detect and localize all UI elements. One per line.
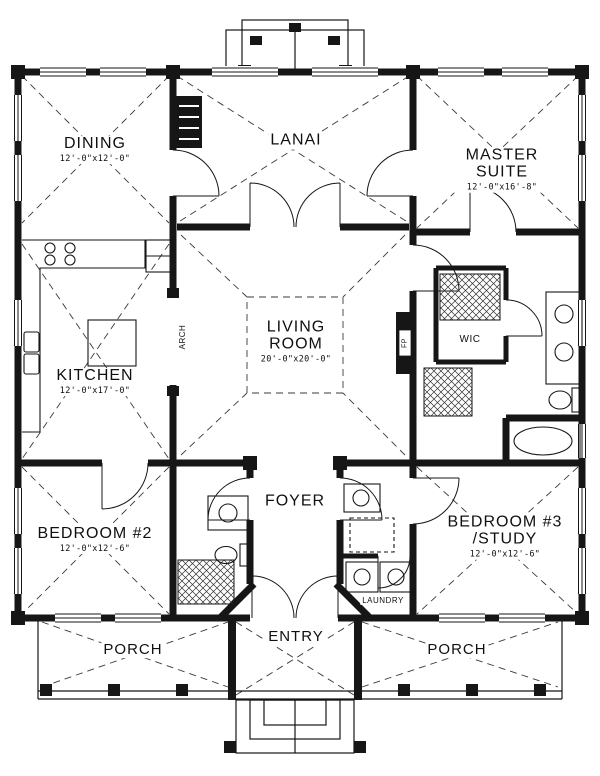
bath2-vanity [207,495,249,531]
room-dimensions: 12'-0"x17'-0" [59,385,131,396]
dryer [379,561,413,593]
vanity-sink [218,503,238,523]
kitchen-sink-bowl [23,331,40,353]
toilet-bowl [214,545,238,565]
room-dimensions: 12'-0"x16'-8" [466,182,538,193]
fixtures [22,239,583,593]
hatch-areas [177,273,501,605]
vanity-sink [554,304,574,324]
bath2-shower [177,559,235,605]
bathtub [513,426,573,456]
room-dimensions: 12'-0"x12'-6" [469,549,541,560]
room-label-entry: ENTRY [266,629,326,645]
room-dimensions: 12'-0"x12'-0" [59,153,131,164]
range-burner [64,254,76,266]
room-name-suffix: /STUDY [472,530,538,548]
room-name: FOYER [264,492,326,510]
vanity-sink [554,342,574,362]
interior-walls [18,72,582,700]
room-name: LAUNDRY [362,595,404,605]
range-burner [44,254,56,266]
chimney-posts [250,23,340,45]
master-shower [423,367,473,417]
porch-structure [37,618,563,700]
room-label-kitchen: KITCHEN 12'-0"x17'-0" [54,367,136,396]
range-burner [44,242,56,254]
room-name: ARCH [177,324,187,350]
room-name: BEDROOM #2 [37,525,153,543]
room-name: MASTER SUITE [465,146,539,181]
room-name: PORCH [103,641,163,659]
porch-columns [40,684,546,696]
label-fireplace: FP [401,338,409,348]
lanai-grill [176,96,202,148]
bath3-vanity [343,483,381,513]
room-name: WIC [459,333,481,345]
room-label-porch-right: PORCH [425,641,489,659]
toilet-tank [571,387,583,413]
room-name: LANAI [270,131,322,149]
room-label-living-room: LIVING ROOM 20'-0"x20'-0" [252,318,340,365]
wic-shelving [439,273,501,321]
room-label-lanai: LANAI [268,131,324,150]
room-name: ENTRY [268,628,324,646]
washer [345,561,379,593]
bath3-shower [349,517,395,553]
room-dimensions: 12'-0"x12'-6" [59,543,131,554]
master-vanity [545,291,583,385]
toilet-tank [239,543,250,567]
room-label-porch-left: PORCH [101,641,165,659]
entry-step-posts [224,741,366,753]
room-dimensions: 20'-0"x20'-0" [260,354,332,365]
kitchen-counter [22,239,146,433]
room-label-bedroom-2: BEDROOM #2 12'-0"x12'-6" [35,525,155,554]
room-label-foyer: FOYER [262,492,328,511]
tub-surround [505,419,581,463]
entry-steps [235,699,355,754]
room-label-wic: WIC [457,333,483,346]
kitchen-island [87,319,137,367]
kitchen-sink-bowl [23,353,40,375]
room-name: KITCHEN [56,367,134,385]
toilet-bowl [548,390,572,410]
label-arch: ARCH [177,322,188,352]
room-label-bedroom-3: BEDROOM #3 /STUDY 12'-0"x12'-6" [445,513,565,560]
range-burner [64,242,76,254]
room-label-dining: DINING 12'-0"x12'-0" [57,135,133,164]
room-name: DINING [64,135,126,153]
room-name: FP [401,338,409,348]
vanity-sink [352,489,370,507]
room-label-master-suite: MASTER SUITE 12'-0"x16'-8" [452,146,552,193]
room-name: PORCH [427,641,487,659]
room-name: LIVING ROOM [266,318,326,353]
room-label-laundry: LAUNDRY [360,595,406,606]
room-name: BEDROOM #3 [447,513,563,531]
windows [12,66,588,624]
